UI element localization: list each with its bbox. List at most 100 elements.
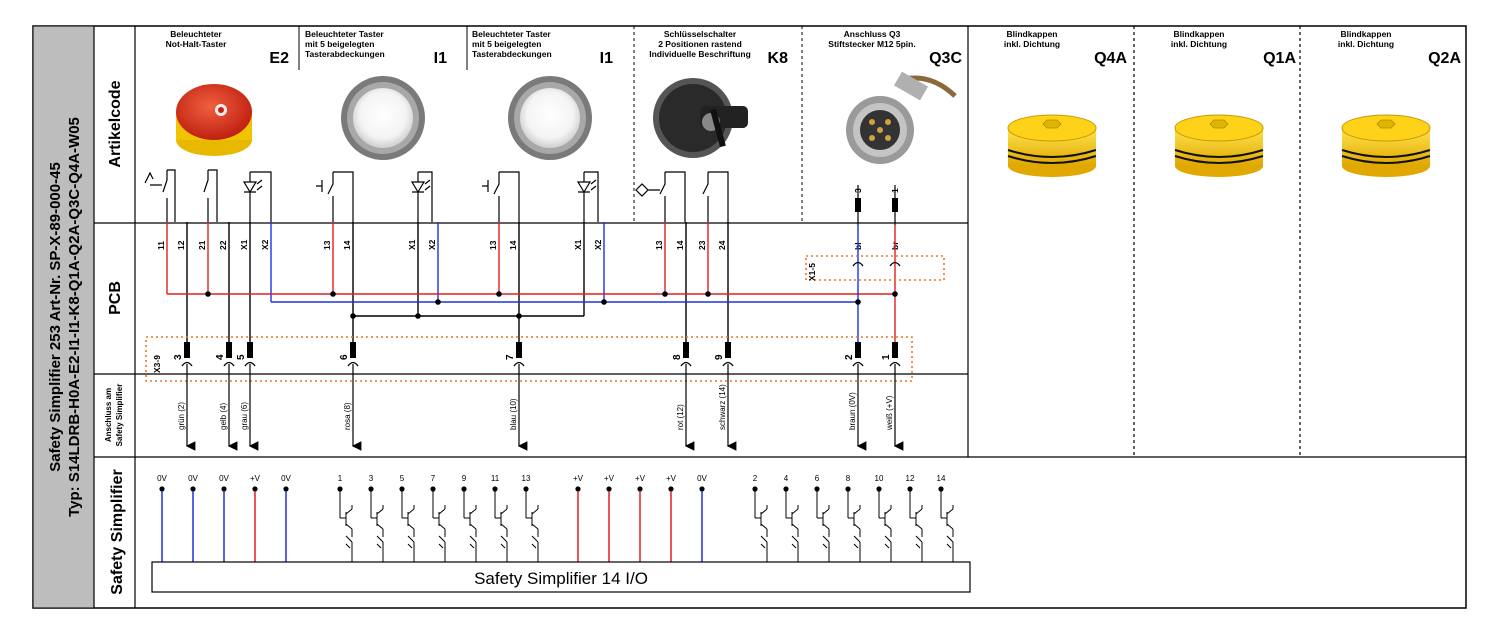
wire-label: grün (2) xyxy=(177,402,186,430)
terminal-label-k8: 14 xyxy=(675,240,685,250)
io-terminal-label: 0V xyxy=(219,474,229,483)
io-terminal-8: 8 xyxy=(845,474,861,562)
x3-pin-number: 4 xyxy=(215,354,226,360)
header-line: Blindkappen xyxy=(1340,29,1391,39)
safety-simplifier-box xyxy=(151,561,971,593)
io-terminal-9: 9 xyxy=(461,474,477,562)
io-terminal-label: 9 xyxy=(462,474,467,483)
io-terminal-10: 10 xyxy=(875,474,892,562)
io-terminal-0V: 0V xyxy=(281,474,292,562)
blind-cap-image xyxy=(1007,114,1097,177)
row-label-anschluss-line-1: Anschluss am xyxy=(104,388,113,442)
illuminated-button-image-2 xyxy=(508,76,592,160)
io-terminal-label: +V xyxy=(573,474,584,483)
io-terminal-5: 5 xyxy=(399,474,415,562)
terminal-label-e2: 12 xyxy=(176,240,186,250)
header-line: Beleuchteter Taster xyxy=(472,29,551,39)
x3-pin-number: 7 xyxy=(505,354,516,360)
io-terminal-label: 6 xyxy=(815,474,820,483)
io-terminal-label: 1 xyxy=(338,474,343,483)
title-line-2: Typ: S14LDRB-H0A-E2-I1-I1-K8-Q1A-Q2A-Q3C… xyxy=(66,117,83,517)
io-terminal-11: 11 xyxy=(491,474,508,562)
x3-pin: 2 xyxy=(844,342,864,367)
x3-pin-number: 3 xyxy=(173,354,184,360)
header-line: inkl. Dichtung xyxy=(1338,39,1394,49)
io-terminal-label: 0V xyxy=(281,474,291,483)
safety-simplifier-box-label: Safety Simplifier 14 I/O xyxy=(474,569,648,588)
io-terminal-0V: 0V xyxy=(219,474,230,562)
x3-pin-number: 5 xyxy=(236,354,247,360)
header-line: Blindkappen xyxy=(1006,29,1057,39)
wire-lead: rosa (8) xyxy=(343,364,362,451)
wire-lead: weiß (+V) xyxy=(885,364,904,451)
q3c-pin-number: 3 xyxy=(853,188,863,193)
wire-lead: gelb (4) xyxy=(219,364,238,451)
io-terminal-label: 2 xyxy=(753,474,758,483)
wire-label: weiß (+V) xyxy=(885,395,894,431)
terminal-label-i1b: X1 xyxy=(573,239,583,250)
m12-connector-image xyxy=(846,71,957,164)
row-label-simplifier: Safety Simplifier xyxy=(109,469,126,594)
io-terminal-7: 7 xyxy=(430,474,446,562)
io-terminal-plusV: +V xyxy=(635,474,646,562)
io-terminal-2: 2 xyxy=(752,474,768,562)
header-code: I1 xyxy=(434,50,447,67)
header-line: Tasterabdeckungen xyxy=(472,49,552,59)
x3-pin: 1 xyxy=(881,342,901,367)
q3c-pin-number: 1 xyxy=(890,188,900,193)
io-terminal-0V: 0V xyxy=(188,474,199,562)
io-terminal-plusV: +V xyxy=(250,474,261,562)
row-label-artikelcode: Artikelcode xyxy=(107,80,124,167)
io-terminal-label: 7 xyxy=(431,474,436,483)
terminal-label-i1a: 14 xyxy=(342,240,352,250)
estop-button-image xyxy=(176,84,252,156)
wire-lead: rot (12) xyxy=(676,364,695,451)
terminal-label-k8: 13 xyxy=(654,240,664,250)
io-terminal-plusV: +V xyxy=(604,474,615,562)
x1-5-sockets xyxy=(852,261,901,267)
q3c-pin-blocks xyxy=(855,198,898,212)
io-terminal-label: 0V xyxy=(188,474,198,483)
header-code: Q3C xyxy=(929,50,962,67)
wire-label: braun (0V) xyxy=(848,392,857,430)
wire-label: gelb (4) xyxy=(219,403,228,430)
wire-lead: grau (6) xyxy=(240,364,259,451)
x3-pin: 9 xyxy=(714,342,734,367)
terminal-label-e2: 21 xyxy=(197,240,207,250)
header-code: E2 xyxy=(269,50,289,67)
wire-label: blau (10) xyxy=(509,398,518,430)
io-terminal-1: 1 xyxy=(337,474,353,562)
blind-caps xyxy=(1007,114,1431,177)
io-terminal-label: 3 xyxy=(369,474,374,483)
io-terminal-label: 5 xyxy=(400,474,405,483)
terminal-label-i1b: 13 xyxy=(488,240,498,250)
header-line: mit 5 beigelegten xyxy=(305,39,374,49)
header-line: Beleuchteter xyxy=(170,29,222,39)
x3-pin: 3 xyxy=(173,342,193,367)
pcb-wiring xyxy=(166,222,896,345)
illuminated-button-image-1 xyxy=(341,76,425,160)
io-terminal-label: +V xyxy=(250,474,261,483)
wire-lead: grün (2) xyxy=(177,364,196,451)
column-headers: BeleuchteterNot-Halt-TasterE2Beleuchtete… xyxy=(166,29,1462,67)
x3-9-label: X3-9 xyxy=(152,355,162,373)
x3-pin: 7 xyxy=(505,342,525,367)
x1-5-connector-box xyxy=(805,255,945,281)
io-terminal-label: 0V xyxy=(157,474,167,483)
x3-pin: 5 xyxy=(236,342,256,367)
terminal-label-e2: 11 xyxy=(156,241,166,250)
wire-lead: braun (0V) xyxy=(848,364,867,451)
io-terminal-4: 4 xyxy=(783,474,799,562)
header-line: Not-Halt-Taster xyxy=(166,39,227,49)
terminal-label-i1a: X2 xyxy=(427,239,437,250)
io-terminal-label: 8 xyxy=(846,474,851,483)
x3-pin-number: 9 xyxy=(714,354,725,360)
